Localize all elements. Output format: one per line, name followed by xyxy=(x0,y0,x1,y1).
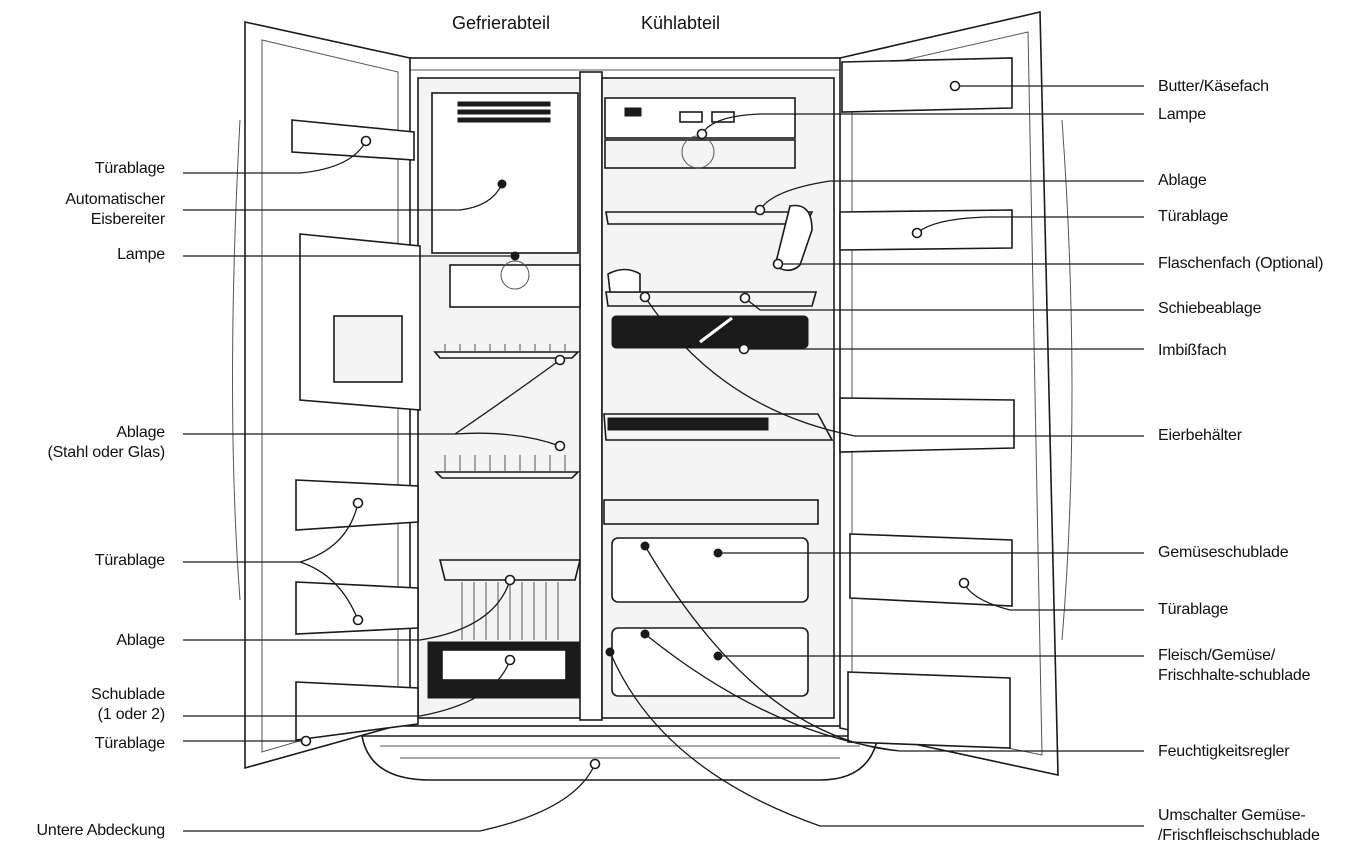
label-bottom-cover: Untere Abdeckung xyxy=(36,822,166,839)
label-freezer-door-shelf-top: Türablage xyxy=(94,160,165,177)
label-freezer-wire-shelf: Ablage xyxy=(116,632,165,649)
snack-drawer xyxy=(611,315,809,349)
label-freezer-lamp: Lampe xyxy=(117,246,165,263)
fridge-shelf xyxy=(605,211,814,225)
label-fridge-lamp: Lampe xyxy=(1158,106,1206,123)
freezer-wire-shelf xyxy=(438,559,582,581)
fridge-lamp-cover xyxy=(604,139,796,169)
label-meat-vegetable-drawer: Fleisch/Gemüse/Frischhalte-schublade xyxy=(1158,647,1311,684)
label-freezer-door-shelf-middle: Türablage xyxy=(94,552,165,569)
callout-dots xyxy=(300,80,970,770)
label-butter-cheese: Butter/Käsefach xyxy=(1158,78,1269,95)
fridge-door-bin-top xyxy=(839,209,1013,251)
freezer-shelf-1 xyxy=(433,351,580,359)
label-vegetable-drawer: Gemüseschublade xyxy=(1158,544,1289,561)
label-freezer-door-shelf-bottom: Türablage xyxy=(94,735,165,752)
label-freezer-drawer: Schublade(1 oder 2) xyxy=(91,686,165,723)
fridge-door-bin-middle xyxy=(849,533,1013,607)
freezer-door-bin-lower xyxy=(295,581,419,635)
label-sliding-shelf: Schiebeablage xyxy=(1158,300,1262,317)
vegetable-drawer xyxy=(611,537,809,603)
bottle-rack xyxy=(774,204,813,272)
freezer-shelf-2 xyxy=(434,471,580,479)
fridge-door xyxy=(839,11,1059,776)
freezer-lamp-cover xyxy=(449,264,581,308)
label-fridge-shelf: Ablage xyxy=(1158,172,1207,189)
label-drawer-switch: Umschalter Gemüse-/Frischfleischschublad… xyxy=(1158,807,1320,844)
fridge-compartment xyxy=(601,77,835,719)
label-bottle-rack: Flaschenfach (Optional) xyxy=(1158,255,1324,272)
butter-cheese-compartment xyxy=(841,57,1013,113)
fridge-header: Kühlabteil xyxy=(641,13,721,33)
freezer-door-bin-top xyxy=(291,119,415,161)
label-snack-drawer: Imbißfach xyxy=(1158,342,1227,359)
center-divider xyxy=(579,71,603,721)
egg-container xyxy=(607,268,641,293)
egg-tray-bin xyxy=(839,397,1015,453)
label-humidity-control: Feuchtigkeitsregler xyxy=(1158,743,1290,760)
label-freezer-shelf: Ablage(Stahl oder Glas) xyxy=(47,424,165,461)
freezer-header: Gefrierabteil xyxy=(452,13,551,33)
fridge-door-bin-bottom xyxy=(847,671,1011,749)
label-egg-container: Eierbehälter xyxy=(1158,427,1242,444)
label-fridge-door-shelf-top: Türablage xyxy=(1158,208,1229,225)
label-fridge-door-shelf-middle: Türablage xyxy=(1158,601,1229,618)
ice-maker xyxy=(431,92,579,254)
crisper-cover xyxy=(603,499,819,525)
sliding-shelf xyxy=(605,291,818,307)
meat-vegetable-drawer xyxy=(611,627,809,697)
freezer-door-bin-bottom xyxy=(295,681,419,741)
